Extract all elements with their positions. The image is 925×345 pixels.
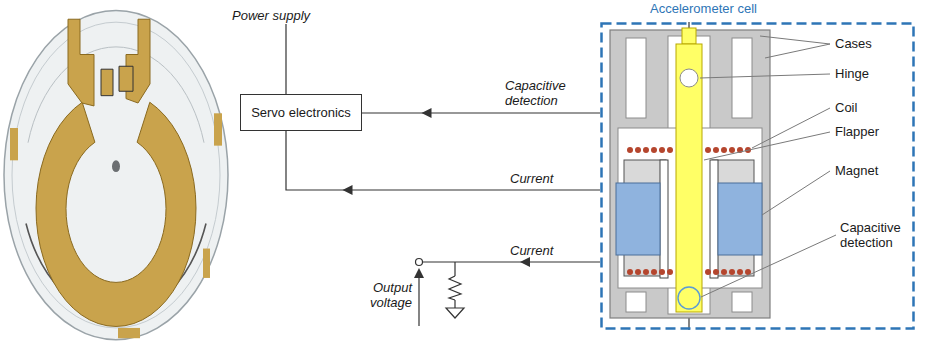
part-label: Magnet	[835, 163, 905, 178]
arrow-head	[422, 108, 432, 118]
connector-label: Capacitive detection	[505, 78, 580, 108]
part-label: Capacitive detection	[840, 220, 910, 250]
connector-label: Current	[510, 171, 580, 186]
box-text: Servo electronics	[250, 105, 352, 120]
part-label: Hinge	[835, 66, 905, 81]
arrow-head	[343, 185, 353, 195]
signal-label: Output voltage	[348, 280, 412, 310]
signal-label: Power supply	[232, 8, 352, 23]
connector-line	[286, 131, 600, 190]
connector	[362, 108, 600, 118]
connector	[286, 131, 600, 195]
dashed-outline	[602, 24, 914, 329]
signal-label: Current	[510, 243, 580, 258]
part-label: Cases	[835, 36, 905, 51]
connector-line	[362, 112, 600, 113]
process-box: Servo electronics	[240, 94, 362, 131]
part-label: Coil	[835, 100, 905, 115]
cell-heading: Accelerometer cell	[650, 1, 757, 16]
part-label: Flapper	[835, 124, 905, 139]
